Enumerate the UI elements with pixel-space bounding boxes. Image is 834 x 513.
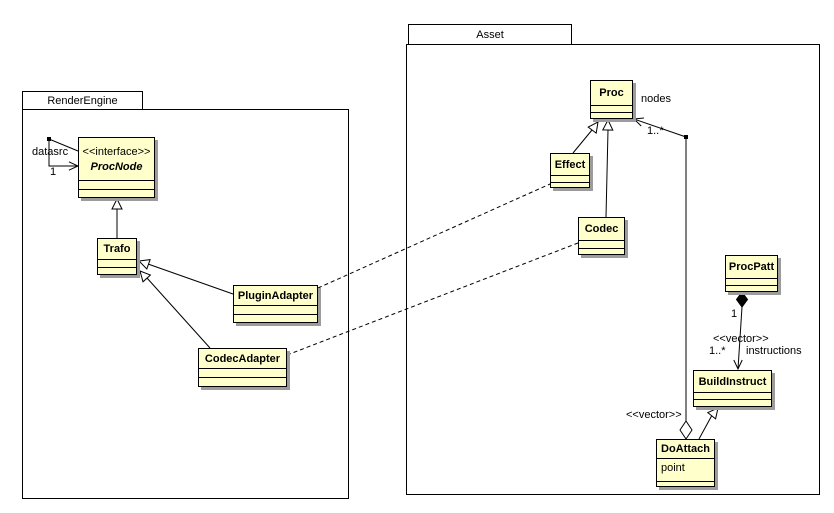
- label-datasrc: datasrc: [32, 146, 69, 158]
- class-codec-attributes: [579, 241, 624, 249]
- class-trafo-name: Trafo: [98, 239, 136, 260]
- label-nodes-stereotype: <<vector>>: [626, 409, 682, 421]
- class-doattach-operations: [657, 482, 714, 486]
- class-buildinstruct[interactable]: BuildInstruct: [693, 370, 772, 407]
- package-renderengine-name: RenderEngine: [47, 94, 118, 107]
- bend-point: [47, 137, 51, 141]
- dependency-pluginadapter-effect: [317, 183, 551, 289]
- class-proc-operations: [591, 113, 632, 118]
- class-doattach[interactable]: DoAttach point: [656, 439, 715, 487]
- class-doattach-attribute-point: point: [657, 459, 714, 482]
- class-trafo[interactable]: Trafo: [97, 238, 137, 275]
- class-procpatt-operations: [726, 286, 777, 291]
- class-codecadapter-operations: [199, 378, 286, 386]
- class-proc-name: Proc: [591, 81, 632, 106]
- package-renderengine-tab[interactable]: RenderEngine: [22, 91, 143, 110]
- hollow-diamond: [679, 420, 693, 440]
- generalization-trafo-procnode: [111, 197, 123, 238]
- label-instructions: instructions: [746, 345, 802, 357]
- triangle-arrowhead: [587, 121, 599, 134]
- open-arrowhead: [632, 117, 644, 127]
- triangle-arrowhead: [137, 259, 151, 270]
- open-arrowhead: [733, 359, 743, 371]
- generalization-codec-proc: [601, 118, 614, 218]
- class-procnode[interactable]: <<interface>> ProcNode: [78, 137, 155, 198]
- class-procnode-attributes: [79, 181, 154, 190]
- class-doattach-name: DoAttach: [657, 440, 714, 459]
- class-trafo-attributes: [98, 260, 136, 268]
- generalization-doattach-buildinstruct: [698, 407, 719, 440]
- triangle-arrowhead: [601, 118, 614, 131]
- label-instructions-stereotype: <<vector>>: [713, 333, 769, 345]
- label-nodes-multiplicity: 1..*: [647, 125, 664, 137]
- generalization-effect-proc: [572, 121, 599, 154]
- class-codec-operations: [579, 249, 624, 254]
- label-datasrc-multiplicity: 1: [50, 166, 57, 178]
- class-procnode-stereotype: <<interface>>: [82, 145, 151, 158]
- class-procpatt[interactable]: ProcPatt: [725, 255, 778, 292]
- class-codecadapter-name: CodecAdapter: [199, 349, 286, 369]
- class-effect-attributes: [551, 176, 589, 183]
- class-codecadapter-attributes: [199, 369, 286, 378]
- dependency-codecadapter-codec: [286, 242, 579, 356]
- class-pluginadapter-attributes: [234, 306, 317, 315]
- label-nodes: nodes: [641, 93, 671, 105]
- class-procpatt-name: ProcPatt: [726, 256, 777, 279]
- generalization-pluginadapter-trafo: [137, 259, 234, 295]
- class-proc[interactable]: Proc: [590, 80, 633, 119]
- class-proc-attributes: [591, 106, 632, 113]
- class-procnode-name: ProcNode: [90, 160, 143, 173]
- class-procpatt-attributes: [726, 279, 777, 286]
- package-asset-tab[interactable]: Asset: [408, 24, 572, 45]
- triangle-arrowhead: [139, 270, 152, 283]
- class-pluginadapter[interactable]: PluginAdapter: [233, 285, 318, 323]
- class-trafo-operations: [98, 268, 136, 274]
- triangle-arrowhead: [111, 197, 123, 210]
- class-procnode-header: <<interface>> ProcNode: [79, 138, 154, 181]
- composition-procpatt-buildinstruct: [733, 291, 749, 371]
- aggregation-doattach-proc: [632, 117, 693, 440]
- class-buildinstruct-attributes: [694, 393, 771, 400]
- class-codec[interactable]: Codec: [578, 217, 625, 255]
- class-effect[interactable]: Effect: [550, 153, 590, 188]
- class-effect-operations: [551, 183, 589, 187]
- filled-diamond: [735, 291, 749, 308]
- class-codec-name: Codec: [579, 218, 624, 241]
- label-procpatt-multiplicity: 1: [731, 308, 738, 320]
- class-buildinstruct-operations: [694, 400, 771, 406]
- label-instructions-multiplicity: 1..*: [709, 345, 726, 357]
- class-codecadapter[interactable]: CodecAdapter: [198, 348, 287, 387]
- class-effect-name: Effect: [551, 154, 589, 176]
- class-pluginadapter-name: PluginAdapter: [234, 286, 317, 306]
- class-pluginadapter-operations: [234, 315, 317, 322]
- class-procnode-operations: [79, 190, 154, 197]
- package-asset-name: Asset: [476, 28, 504, 41]
- generalization-codecadapter-trafo: [139, 270, 211, 349]
- class-buildinstruct-name: BuildInstruct: [694, 371, 771, 393]
- triangle-arrowhead: [706, 407, 719, 420]
